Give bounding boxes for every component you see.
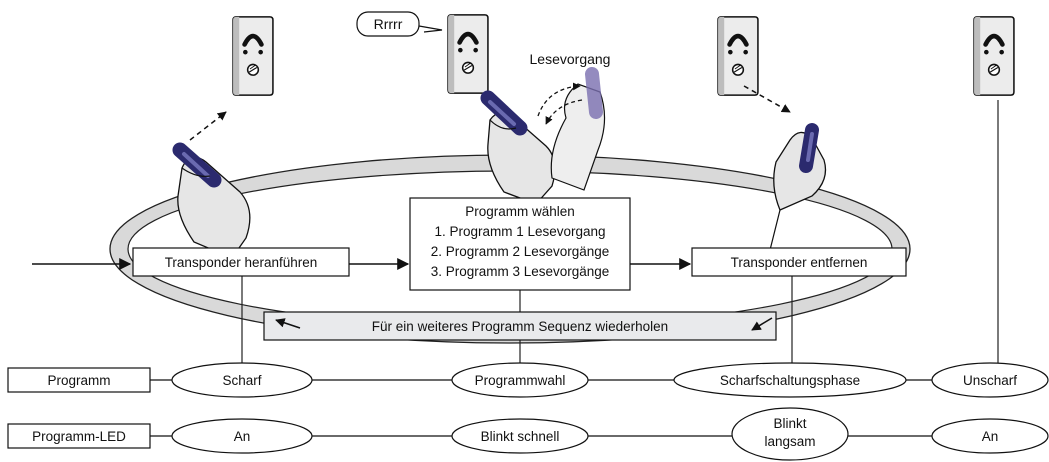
program-led-row-label: Programm-LED bbox=[32, 429, 126, 444]
sound-callout: Rrrrr bbox=[356, 11, 443, 37]
reader-icon bbox=[233, 17, 273, 95]
reader-icon bbox=[974, 17, 1014, 95]
select-option: 3. Programm 3 Lesevorgänge bbox=[431, 264, 610, 279]
state-label: langsam bbox=[764, 434, 815, 449]
callout-text: Rrrrr bbox=[374, 16, 403, 32]
repeat-panel: Für ein weiteres Programm Sequenz wieder… bbox=[263, 311, 777, 341]
hand-reading-icon bbox=[480, 67, 606, 205]
state-label: Programmwahl bbox=[475, 373, 566, 388]
step-approach: Transponder heranführen bbox=[132, 247, 350, 277]
reading-label: Lesevorgang bbox=[530, 51, 611, 67]
select-title: Programm wählen bbox=[465, 204, 575, 219]
hand-remove-icon bbox=[743, 85, 827, 251]
repeat-label: Für ein weiteres Programm Sequenz wieder… bbox=[372, 319, 668, 334]
state-label: Blinkt bbox=[773, 416, 806, 431]
state-label: Scharfschaltungsphase bbox=[720, 373, 860, 388]
program-row-label: Programm bbox=[47, 373, 110, 388]
step-select-program: Programm wählen 1. Programm 1 Lesevorgan… bbox=[409, 197, 631, 291]
state-label: Scharf bbox=[222, 373, 261, 388]
state-label: Blinkt schnell bbox=[481, 429, 560, 444]
hand-approach-icon bbox=[172, 111, 251, 259]
reader-icon bbox=[448, 15, 488, 93]
program-row bbox=[7, 362, 1049, 398]
reader-icon bbox=[718, 17, 758, 95]
step-remove-label: Transponder entfernen bbox=[731, 255, 868, 270]
connector-lines bbox=[241, 100, 999, 366]
state-label: An bbox=[234, 429, 251, 444]
select-option: 2. Programm 2 Lesevorgänge bbox=[431, 244, 610, 259]
state-label: Unscharf bbox=[963, 373, 1017, 388]
state-label: An bbox=[982, 429, 999, 444]
step-remove: Transponder entfernen bbox=[691, 247, 907, 277]
step-approach-label: Transponder heranführen bbox=[165, 255, 318, 270]
select-option: 1. Programm 1 Lesevorgang bbox=[434, 224, 605, 239]
program-led-row bbox=[7, 407, 1049, 461]
